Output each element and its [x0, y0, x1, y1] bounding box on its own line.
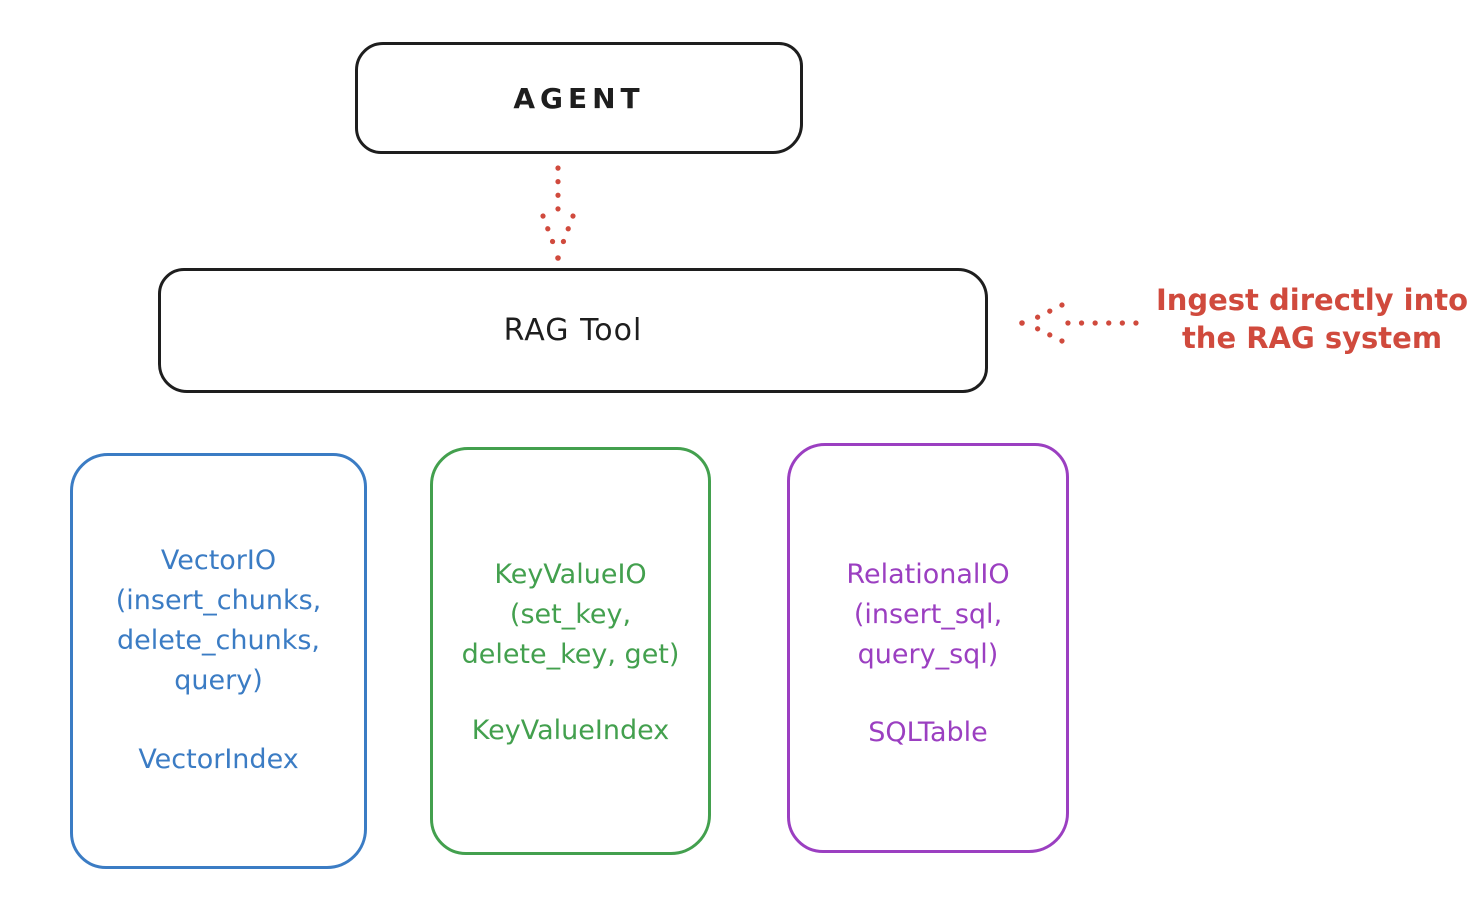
backend-index: KeyValueIndex	[471, 715, 670, 746]
backend-params: (insert_chunks, delete_chunks, query)	[115, 585, 322, 696]
rag-tool-label: RAG Tool	[503, 313, 643, 348]
backend-keyvalue-io: KeyValueIO (set_key, delete_key, get) Ke…	[430, 447, 711, 855]
rag-tool-node: RAG Tool	[158, 268, 988, 393]
backend-vector-io: VectorIO (insert_chunks, delete_chunks, …	[70, 453, 367, 869]
backend-title: VectorIO	[160, 545, 277, 576]
backend-title: RelationalIO	[846, 559, 1010, 590]
agent-node: AGENT	[355, 42, 803, 154]
backend-index: VectorIndex	[138, 744, 299, 775]
ingest-annotation: Ingest directly into the RAG system	[1155, 283, 1469, 355]
ingest-annotation-dotted-arrow	[1019, 302, 1139, 344]
agent-to-rag-dotted-arrow	[540, 165, 576, 261]
backend-params: (insert_sql, query_sql)	[853, 599, 1003, 670]
backend-params: (set_key, delete_key, get)	[461, 599, 680, 670]
backend-index: SQLTable	[868, 717, 988, 748]
agent-label: AGENT	[513, 81, 645, 115]
backend-relational-io: RelationalIO (insert_sql, query_sql) SQL…	[787, 443, 1069, 853]
backend-title: KeyValueIO	[494, 559, 647, 590]
